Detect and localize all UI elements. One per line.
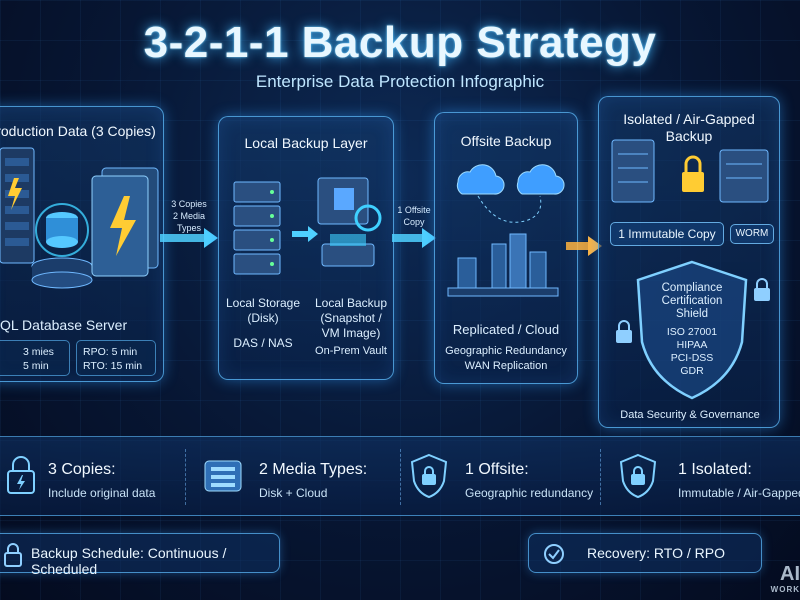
watermark-main: AI [780,563,800,585]
local-panel-title: Local Backup Layer [244,135,368,151]
feature-sub: Include original data [48,486,156,500]
padlock-icon [754,278,770,301]
recovery-pill: Recovery: RTO / RPO [528,533,762,573]
feature-copies: 3 Copies: Include original data [0,437,185,517]
isolated-panel-title: Isolated / Air-Gapped Backup [623,111,755,144]
storage-chip-icon [204,460,242,492]
bolt-card-icon [91,167,159,277]
immutable-copy-pill: 1 Immutable Copy [610,222,724,246]
air-gap-servers-icon [611,139,769,203]
server-label: QL Database Server [0,317,128,333]
on-prem-vault-label: On-Prem Vault [315,345,387,357]
local-backup-label: Local Backup (Snapshot / VM Image) [314,296,388,340]
stat-line: 3 mies [23,346,54,358]
arrow-local-icon [292,226,318,242]
rto-value: RTO: 15 min [83,360,143,372]
feature-offsite: 1 Offsite: Geographic redundancy [405,437,600,517]
rpo-value: RPO: 5 min [83,346,138,358]
offsite-panel-title: Offsite Backup [460,133,552,149]
divider [185,449,186,505]
watermark-logo: AI WORK [770,563,800,598]
feature-title: 2 Media Types: [259,461,368,478]
watermark-sub: WORK [770,585,800,594]
features-bar: 3 Copies: Include original data 2 Media … [0,436,800,516]
feature-title: 1 Isolated: [678,461,752,478]
page-title: 3-2-1-1 Backup Strategy [143,18,657,67]
arrow-label-copies: 3 Copies 2 Media Types [171,199,207,233]
feature-sub: Immutable / Air-Gapped [678,486,800,500]
offsite-sub-label: Geographic Redundancy WAN Replication [445,345,567,372]
feature-title: 1 Offsite: [465,461,529,478]
check-circle-icon [544,544,564,564]
page-subtitle: Enterprise Data Protection Infographic [255,72,545,91]
feature-title: 3 Copies: [48,461,116,478]
compliance-shield-icon [636,260,748,400]
production-panel-title: roduction Data (3 Copies) [0,123,156,139]
padlock-icon [4,543,22,567]
copies-stat-box: 3 mies 5 min [0,340,70,376]
governance-label: Data Security & Governance [620,409,760,421]
feature-isolated: 1 Isolated: Immutable / Air-Gapped [610,437,800,517]
shield-lock-icon [619,453,657,499]
backup-schedule-pill: Backup Schedule: Continuous / Scheduled [0,533,280,577]
disk-storage-icon [233,181,281,275]
arrow-label-offsite: 1 Offsite Copy [397,205,431,227]
shield-lock-icon [410,453,448,499]
arrow-to-isolated-icon [566,236,602,256]
shield-standards: ISO 27001 HIPAA PCI-DSS GDR [666,326,718,377]
arrow-to-offsite-icon [392,228,436,248]
lock-bolt-icon [7,456,35,494]
schedule-label: Backup Schedule: Continuous / Scheduled [31,545,227,577]
recovery-label: Recovery: RTO / RPO [587,545,725,561]
arrow-to-local-icon [160,228,218,248]
local-storage-label: Local Storage (Disk) [225,296,301,325]
stat-line: 5 min [23,360,49,372]
server-rack-icon [0,147,35,264]
das-nas-label: DAS / NAS [233,336,293,350]
rpo-rto-box: RPO: 5 min RTO: 15 min [76,340,156,376]
divider [600,449,601,505]
worm-badge: WORM [730,224,774,244]
padlock-icon [616,320,632,343]
snapshot-vault-icon [317,177,382,267]
cloud-network-icon [447,164,565,297]
shield-title: Compliance Certification Shield [661,282,723,320]
feature-sub: Geographic redundancy [465,486,594,500]
feature-media: 2 Media Types: Disk + Cloud [195,437,400,517]
database-icon [31,203,93,289]
divider [400,449,401,505]
replicated-cloud-label: Replicated / Cloud [452,322,560,337]
feature-sub: Disk + Cloud [259,486,328,500]
